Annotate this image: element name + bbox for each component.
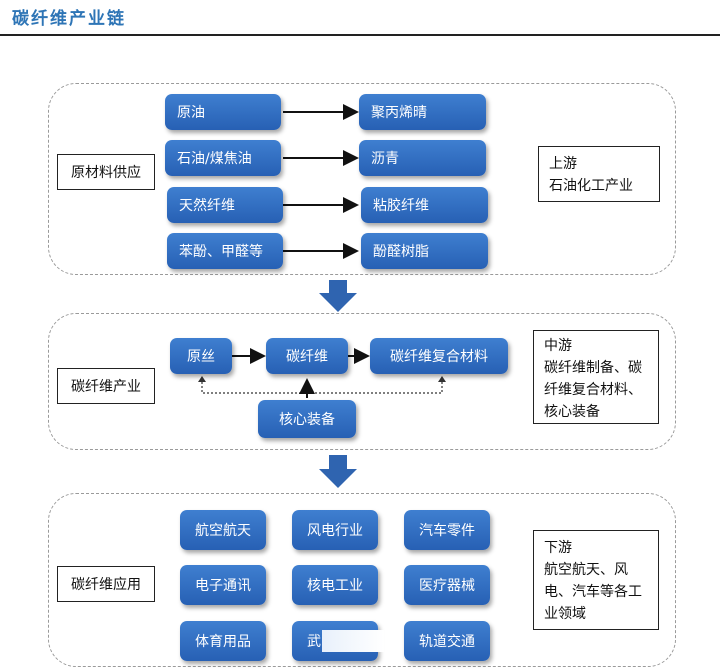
page-title: 碳纤维产业链 [12,9,126,29]
precursor-node: 原丝 [170,338,232,374]
app-item: 核电工业 [292,565,378,605]
midstream-category: 碳纤维产业 [57,368,155,404]
upstream-product-3: 粘胶纤维 [361,187,488,223]
dotted-equipment-link [201,378,443,394]
upstream-source-2: 石油/煤焦油 [165,140,281,176]
upstream-product-2: 沥青 [359,140,486,176]
upstream-product-4: 酚醛树脂 [361,233,488,269]
app-item: 医疗器械 [404,565,490,605]
app-item: 汽车零件 [404,510,490,550]
blurred-region [322,630,384,652]
midstream-note: 中游 碳纤维制备、碳 纤维复合材料、 核心装备 [533,330,659,424]
upstream-source-4: 苯酚、甲醛等 [167,233,283,269]
app-item: 航空航天 [180,510,266,550]
app-item: 体育用品 [180,621,266,661]
stage-arrow-1 [319,280,357,312]
upstream-source-3: 天然纤维 [167,187,283,223]
app-item: 风电行业 [292,510,378,550]
upstream-category: 原材料供应 [57,154,155,190]
title-divider [0,34,720,36]
carbon-fiber-node: 碳纤维 [266,338,348,374]
equipment-node: 核心装备 [258,400,356,438]
app-item: 电子通讯 [180,565,266,605]
app-item: 轨道交通 [404,621,490,661]
downstream-category: 碳纤维应用 [57,566,155,602]
downstream-note: 下游 航空航天、风 电、汽车等各工 业领域 [533,530,659,630]
upstream-product-1: 聚丙烯晴 [359,94,486,130]
composite-node: 碳纤维复合材料 [370,338,508,374]
stage-arrow-2 [319,455,357,488]
upstream-note: 上游 石油化工产业 [538,146,660,202]
upstream-source-1: 原油 [165,94,281,130]
